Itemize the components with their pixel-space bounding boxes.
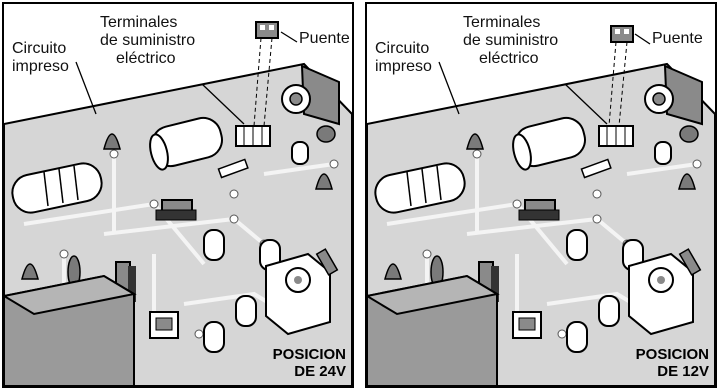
leader-lines [438, 33, 651, 125]
small-capacitors [566, 141, 672, 353]
leds [384, 125, 699, 289]
resistor-component [11, 162, 103, 214]
leds [21, 125, 336, 289]
relay-block [367, 274, 500, 386]
label-jumper: Puente [299, 30, 350, 47]
resistor-component [374, 162, 466, 214]
jumper-part [608, 25, 634, 127]
circuit-board-illustration [4, 21, 352, 386]
header-jumper-middle [155, 199, 197, 221]
capacitor-component [149, 116, 223, 171]
push-button-component [512, 311, 542, 339]
label-power-terminals: Terminales de suministro eléctrico [463, 14, 559, 67]
power-terminal-pins [598, 125, 634, 147]
trimmer-potentiometer [628, 252, 694, 336]
label-jumper: Puente [652, 30, 703, 47]
label-power-terminals: Terminales de suministro eléctrico [100, 14, 196, 67]
diode-component [580, 158, 702, 276]
power-jack [644, 64, 703, 126]
power-jack [281, 64, 340, 126]
relay-block [4, 274, 137, 386]
circuit-board-illustration [367, 25, 715, 386]
header-jumper-middle [518, 199, 560, 221]
push-button-component [149, 311, 179, 339]
capacitor-component [512, 116, 586, 171]
trimmer-potentiometer [265, 252, 331, 336]
leader-lines [75, 31, 298, 125]
jumper-part [253, 21, 279, 127]
power-terminal-pins [235, 125, 271, 147]
diode-component [217, 158, 339, 276]
